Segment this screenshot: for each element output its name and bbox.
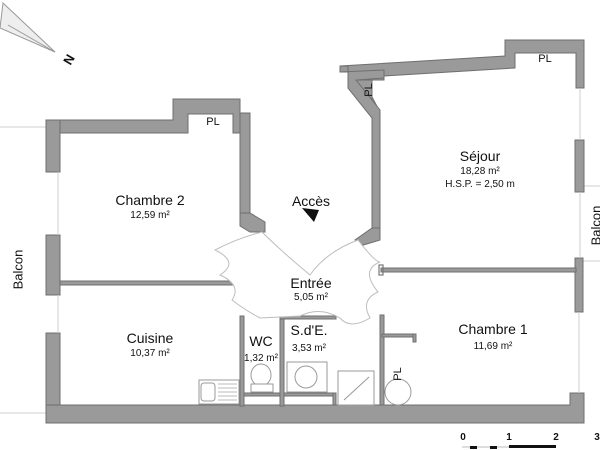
room-sde-area: 3,53 m² [292, 343, 326, 354]
fixtures [198, 361, 412, 406]
room-chambre-2-area: 12,59 m² [130, 210, 170, 221]
room-sde-name: S.d'E. [290, 322, 328, 338]
closet-pl-chambre-2: PL [206, 116, 220, 128]
room-sejour-name: Séjour [459, 148, 501, 164]
scale-bar [462, 445, 556, 449]
room-sejour-hsp: H.S.P. = 2,50 m [445, 179, 515, 190]
room-entree-name: Entrée [290, 275, 332, 291]
balcony-left-label: Balcon [10, 249, 26, 290]
scale-tick-0: 0 [460, 432, 466, 443]
room-cuisine-area: 10,37 m² [130, 348, 170, 359]
room-wc-area: 1,32 m² [244, 353, 278, 364]
scale-tick-2: 2 [553, 432, 559, 443]
room-chambre-1-area: 11,69 m² [473, 341, 513, 352]
north-arrow-icon [0, 1, 56, 53]
room-wc-name: WC [249, 333, 273, 349]
room-entree-area: 5,05 m² [294, 292, 328, 303]
room-sejour-area: 18,28 m² [460, 166, 500, 177]
scale-tick-3: 3 [594, 432, 600, 443]
scale-tick-1: 1 [506, 432, 512, 443]
walls [45, 39, 585, 424]
room-chambre-1-name: Chambre 1 [458, 321, 528, 337]
room-chambre-2-name: Chambre 2 [115, 192, 185, 208]
entree-door-swings [213, 231, 381, 325]
room-cuisine-name: Cuisine [126, 330, 174, 346]
closet-pl-sejour-corner: PL [363, 83, 375, 97]
closet-pl-bath: PL [392, 367, 404, 381]
access-arrow-icon [302, 208, 319, 222]
closet-pl-sejour-top: PL [538, 53, 552, 65]
balcony-right-label: Balcon [588, 205, 600, 246]
access-label: Accès [291, 193, 331, 209]
